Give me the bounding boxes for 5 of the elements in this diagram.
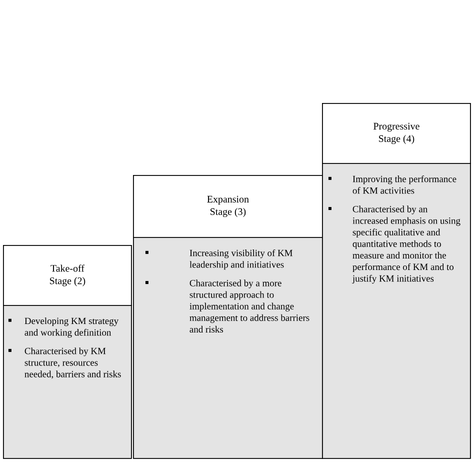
stage-heading-box: Progressive Stage (4) <box>322 103 471 164</box>
stage-description-box: Developing KM strategy and working definition Characterised by KM structure, resources needed, barriers and risks <box>3 305 132 459</box>
stage-description-box: Improving the performance of KM activities Characterised by an increased emphasis on using specific qualitative and quantitative methods to measure and monitor the performance of KM and to justify KM initiatives <box>322 163 471 459</box>
stage-heading-box: Expansion Stage (3) <box>133 175 323 238</box>
stage-heading-box: Take-off Stage (2) <box>3 245 132 306</box>
